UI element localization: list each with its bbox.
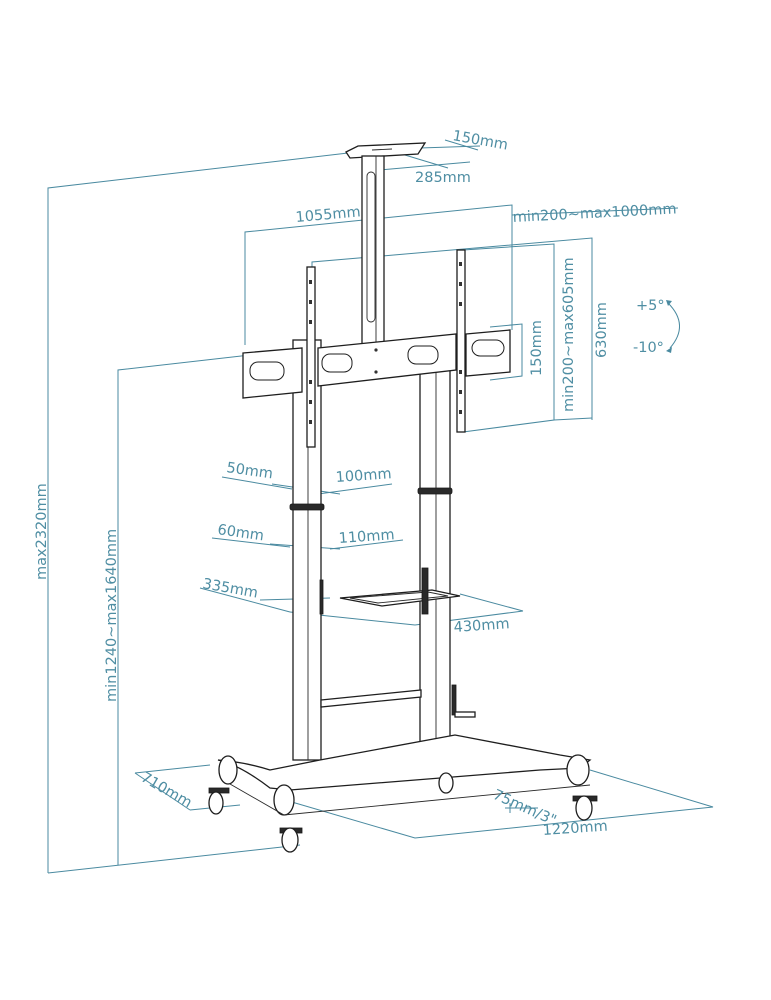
label-tilt-down: -10°	[633, 340, 664, 356]
label-upper-pole-depth: 50mm	[225, 460, 273, 482]
label-total-height: max2320mm	[34, 483, 50, 580]
caster-front-left	[208, 787, 230, 815]
label-shelf-depth: 335mm	[201, 576, 259, 601]
label-arm-slot-height: 150mm	[529, 320, 545, 376]
label-mount-overall-width: 1055mm	[295, 204, 361, 226]
label-mount-height: 630mm	[594, 302, 610, 358]
tilt-arrow-icon	[666, 300, 680, 353]
caster-front-center	[279, 827, 303, 853]
label-lower-pole-width: 110mm	[338, 527, 395, 547]
label-top-tray-width: 285mm	[415, 170, 471, 186]
tv-stand-drawing	[208, 142, 598, 853]
label-base-depth: 710mm	[138, 770, 194, 812]
label-tilt-up: +5°	[636, 298, 665, 314]
center-pole	[361, 155, 385, 347]
top-camera-tray	[345, 142, 427, 159]
label-lower-pole-depth: 60mm	[216, 522, 264, 544]
base-frame	[217, 734, 592, 791]
label-upper-pole-width: 100mm	[335, 466, 392, 486]
caster-back	[438, 772, 454, 794]
right-column	[419, 339, 451, 756]
label-base-width: 1220mm	[542, 818, 608, 839]
dimension-labels: 150mm 285mm 1055mm min200~max1000mm min2…	[34, 128, 677, 839]
cross-bar	[320, 689, 422, 708]
label-vesa-vertical: min200~max605mm	[561, 257, 577, 412]
label-vesa-horizontal: min200~max1000mm	[512, 201, 677, 226]
label-mount-center-height: min1240~max1640mm	[104, 529, 120, 702]
label-shelf-width: 430mm	[453, 616, 510, 636]
caster-right	[572, 795, 598, 821]
left-vesa-arm	[306, 266, 316, 448]
right-vesa-arm	[456, 249, 466, 433]
label-top-tray-depth: 150mm	[451, 128, 509, 153]
